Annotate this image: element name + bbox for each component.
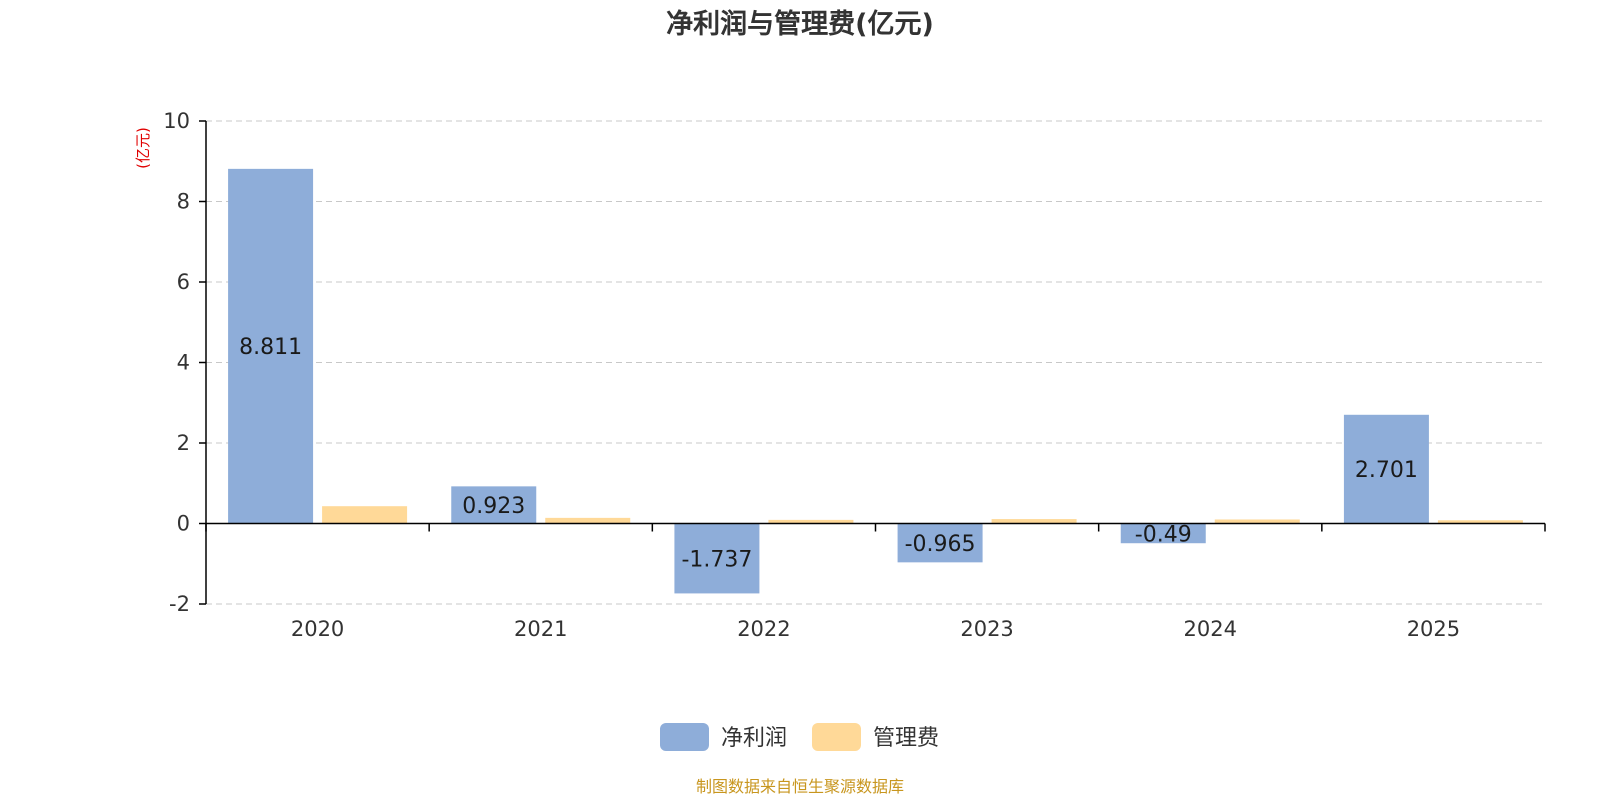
y-tick-label: 2 xyxy=(177,431,190,455)
data-label: 0.923 xyxy=(462,494,525,519)
data-label: -1.737 xyxy=(681,547,752,572)
legend-label: 管理费 xyxy=(873,726,939,751)
data-labels: 8.811 0.923 -1.737 -0.965 -0.49 2.701 xyxy=(239,335,1418,572)
data-label: -0.965 xyxy=(905,532,976,557)
bar-admin-expense xyxy=(545,517,631,524)
bar-admin-expense xyxy=(768,519,854,524)
legend-swatch xyxy=(812,723,861,751)
bar-net-profit xyxy=(897,523,983,563)
bar-net-profit xyxy=(228,168,314,524)
data-label: -0.49 xyxy=(1135,522,1192,547)
bars xyxy=(228,168,1523,594)
legend-swatch xyxy=(660,723,709,751)
x-tick-label: 2023 xyxy=(960,617,1013,641)
data-label: 8.811 xyxy=(239,335,302,360)
y-tick-label: 4 xyxy=(177,351,190,375)
axes: -2 0 2 4 6 8 10 2020 2021 2022 2023 2024 2025 xyxy=(163,109,1546,641)
bar-admin-expense xyxy=(1214,519,1300,524)
y-tick-label: 8 xyxy=(177,190,190,214)
bar-net-profit xyxy=(451,486,537,524)
x-tick-label: 2024 xyxy=(1184,617,1237,641)
y-tick-label: -2 xyxy=(169,592,190,616)
legend: 净利润 管理费 xyxy=(660,723,939,751)
data-source-note: 制图数据来自恒生聚源数据库 xyxy=(696,777,904,796)
y-tick-label: 6 xyxy=(177,270,190,294)
legend-label: 净利润 xyxy=(721,726,787,751)
chart-title: 净利润与管理费(亿元) xyxy=(666,8,934,40)
x-tick-label: 2021 xyxy=(514,617,567,641)
bar-net-profit xyxy=(674,523,760,594)
bar-admin-expense xyxy=(322,506,408,524)
grid xyxy=(206,120,1545,605)
x-tick-label: 2022 xyxy=(737,617,790,641)
bar-admin-expense xyxy=(1437,520,1523,524)
bar-admin-expense xyxy=(991,519,1077,524)
y-tick-label: 10 xyxy=(163,109,190,133)
x-tick-label: 2025 xyxy=(1407,617,1460,641)
y-axis-unit-label: (亿元) xyxy=(134,127,152,169)
data-label: 2.701 xyxy=(1355,458,1418,483)
x-tick-label: 2020 xyxy=(291,617,344,641)
bar-net-profit xyxy=(1120,523,1206,544)
y-tick-label: 0 xyxy=(177,512,190,536)
bar-net-profit xyxy=(1343,414,1429,524)
